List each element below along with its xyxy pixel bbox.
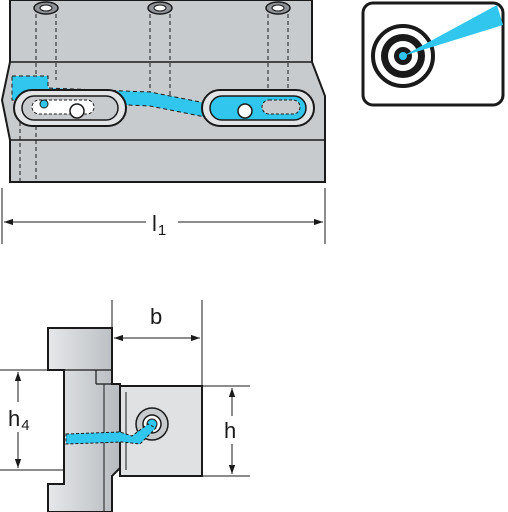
height-label: h	[224, 418, 236, 443]
screw-hole-right	[265, 1, 291, 15]
coolant-target-icon	[361, 1, 505, 107]
holder-body	[0, 0, 326, 183]
shank-body	[47, 327, 121, 512]
width-label: b	[150, 304, 162, 329]
clamp-slot-right	[201, 89, 315, 127]
side-view: b h h4	[0, 300, 250, 512]
coolant-jet	[403, 5, 503, 56]
clamp-slot-left	[13, 89, 127, 127]
length-label: l1	[152, 211, 166, 239]
coolant-channel-side	[65, 423, 157, 445]
screw-hole-left	[33, 1, 59, 15]
screw-hole-middle	[147, 1, 173, 15]
top-view: l1	[0, 0, 326, 244]
shank-height-label: h4	[8, 406, 30, 434]
